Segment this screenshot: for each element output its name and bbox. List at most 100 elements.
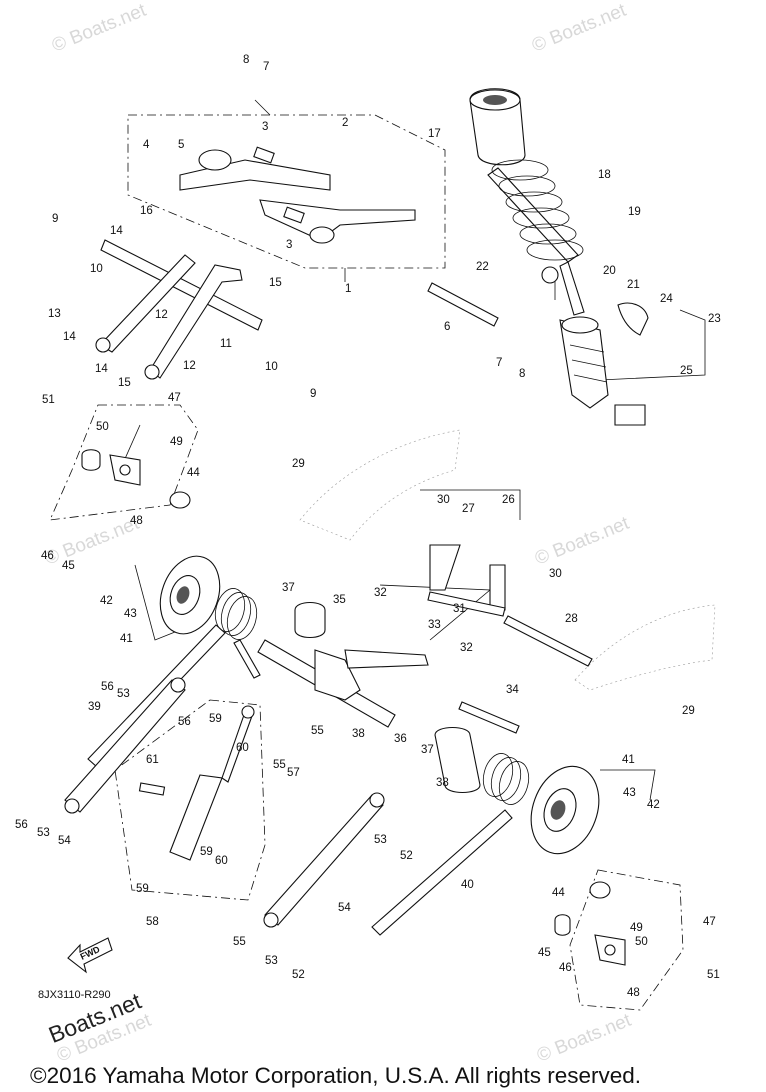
callout-number-45: 45 xyxy=(62,560,75,572)
callout-number-3: 3 xyxy=(286,239,292,251)
callout-number-32: 32 xyxy=(460,642,473,654)
callout-number-3: 3 xyxy=(262,121,268,133)
callout-number-43: 43 xyxy=(124,608,137,620)
watermark: © Boats.net xyxy=(49,0,150,57)
callout-number-22: 22 xyxy=(476,261,489,273)
callout-number-39: 39 xyxy=(88,701,101,713)
rear-shock-absorber xyxy=(469,88,649,426)
stopper-shock-61 xyxy=(138,705,255,861)
callout-number-7: 7 xyxy=(496,357,502,369)
callout-number-38: 38 xyxy=(436,777,449,789)
callout-number-2: 2 xyxy=(342,117,348,129)
callout-number-56: 56 xyxy=(178,716,191,728)
callout-number-50: 50 xyxy=(635,936,648,948)
callout-number-14: 14 xyxy=(95,363,108,375)
callout-number-35: 35 xyxy=(333,594,346,606)
callout-number-42: 42 xyxy=(647,799,660,811)
callout-number-57: 57 xyxy=(287,767,300,779)
callout-number-45: 45 xyxy=(538,947,551,959)
callout-number-38: 38 xyxy=(352,728,365,740)
idler-wheel-front xyxy=(159,555,221,635)
callout-number-46: 46 xyxy=(559,962,572,974)
callout-number-42: 42 xyxy=(100,595,113,607)
callout-number-47: 47 xyxy=(168,392,181,404)
callout-number-20: 20 xyxy=(603,265,616,277)
callout-number-10: 10 xyxy=(90,263,103,275)
callout-number-24: 24 xyxy=(660,293,673,305)
callout-number-48: 48 xyxy=(627,987,640,999)
watermark: © Boats.net xyxy=(529,0,630,57)
callout-number-56: 56 xyxy=(15,819,28,831)
callout-number-43: 43 xyxy=(623,787,636,799)
callout-number-25: 25 xyxy=(680,365,693,377)
callout-number-53: 53 xyxy=(265,955,278,967)
callout-number-13: 13 xyxy=(48,308,61,320)
callout-number-33: 33 xyxy=(428,619,441,631)
bracket-lines xyxy=(119,99,706,801)
callout-number-60: 60 xyxy=(236,742,249,754)
callout-number-47: 47 xyxy=(703,916,716,928)
callout-number-54: 54 xyxy=(58,835,71,847)
torsion-arm-40 xyxy=(371,809,513,936)
right-bracket-assembly xyxy=(554,881,626,966)
callout-number-34: 34 xyxy=(506,684,519,696)
callout-number-30: 30 xyxy=(437,494,450,506)
front-pivot-shaft xyxy=(100,239,263,331)
callout-number-41: 41 xyxy=(622,754,635,766)
callout-number-52: 52 xyxy=(292,969,305,981)
callout-number-28: 28 xyxy=(565,613,578,625)
callout-number-55: 55 xyxy=(233,936,246,948)
callout-number-61: 61 xyxy=(146,754,159,766)
callout-number-4: 4 xyxy=(143,139,150,151)
bracket-26 xyxy=(420,489,521,520)
callout-number-55: 55 xyxy=(273,759,286,771)
callout-number-27: 27 xyxy=(462,503,475,515)
callout-number-15: 15 xyxy=(118,377,131,389)
assembly-box-shock-rear xyxy=(114,699,266,901)
callout-number-29: 29 xyxy=(682,705,695,717)
callout-number-59: 59 xyxy=(136,883,149,895)
callout-number-58: 58 xyxy=(146,916,159,928)
coil-spring-18 xyxy=(491,159,584,261)
rear-links xyxy=(64,677,385,928)
callout-number-19: 19 xyxy=(628,206,641,218)
callout-number-56: 56 xyxy=(101,681,114,693)
callout-number-48: 48 xyxy=(130,515,143,527)
callout-number-12: 12 xyxy=(155,309,168,321)
callout-number-7: 7 xyxy=(263,61,269,73)
callout-number-50: 50 xyxy=(96,421,109,433)
callout-number-14: 14 xyxy=(63,331,76,343)
fwd-arrow: FWD xyxy=(67,937,113,974)
callout-number-23: 23 xyxy=(708,313,721,325)
assembly-box-left-bracket xyxy=(49,404,199,521)
diagram-code: 8JX3110-R290 xyxy=(38,989,111,1001)
watermark: © Boats.net xyxy=(534,1010,635,1067)
watermark: © Boats.net xyxy=(42,513,143,570)
callout-number-10: 10 xyxy=(265,361,278,373)
callout-number-21: 21 xyxy=(627,279,640,291)
callout-number-29: 29 xyxy=(292,458,305,470)
callout-number-46: 46 xyxy=(41,550,54,562)
front-swing-arm xyxy=(179,146,416,244)
copyright-notice: ©2016 Yamaha Motor Corporation, U.S.A. A… xyxy=(30,1063,642,1088)
callout-number-53: 53 xyxy=(117,688,130,700)
rods xyxy=(87,239,593,936)
callout-number-40: 40 xyxy=(461,879,474,891)
rear-pivot-assembly xyxy=(257,544,506,794)
callout-number-37: 37 xyxy=(421,744,434,756)
callout-number-17: 17 xyxy=(428,128,441,140)
watermark: © Boats.net xyxy=(532,513,633,570)
rear-shaft-28 xyxy=(503,615,593,667)
callout-number-54: 54 xyxy=(338,902,351,914)
callout-number-8: 8 xyxy=(243,54,249,66)
callout-number-49: 49 xyxy=(630,922,643,934)
callout-number-6: 6 xyxy=(444,321,450,333)
callout-number-49: 49 xyxy=(170,436,183,448)
bracket-23 xyxy=(599,309,706,381)
callout-number-59: 59 xyxy=(209,713,222,725)
callout-number-9: 9 xyxy=(52,213,58,225)
callout-number-26: 26 xyxy=(502,494,515,506)
torsion-spring-rear xyxy=(482,753,530,805)
callout-number-1: 1 xyxy=(345,283,351,295)
front-arms xyxy=(95,254,243,380)
